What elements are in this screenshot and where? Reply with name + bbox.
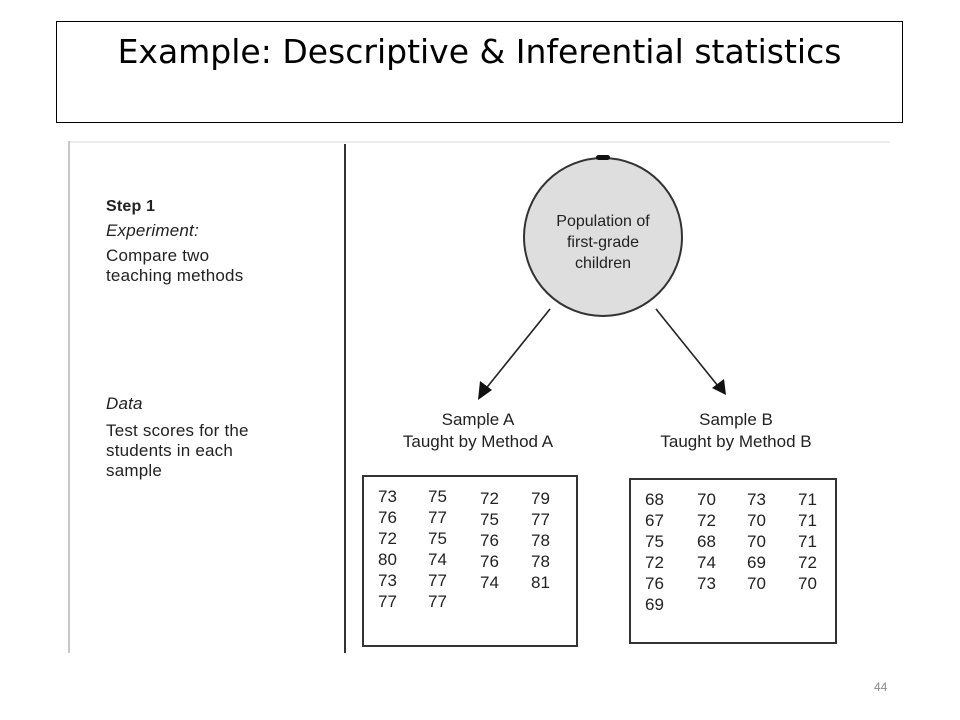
score-value: 70 [697, 490, 716, 509]
score-value: 75 [428, 487, 447, 506]
score-value: 68 [645, 490, 664, 509]
figure-left-edge [68, 141, 70, 653]
score-value: 72 [480, 489, 499, 508]
sample-a-column: 73 76 72 80 73 77 [378, 486, 408, 612]
sample-a-subtitle: Taught by Method A [402, 432, 554, 451]
experiment-label: Experiment: [106, 221, 199, 240]
score-value: 78 [531, 531, 550, 550]
scanned-figure: Step 1 Experiment: Compare two teaching … [68, 141, 890, 653]
sample-b-column: 71 71 71 72 70 [798, 489, 828, 594]
score-value: 75 [480, 510, 499, 529]
score-value: 74 [428, 550, 447, 569]
score-value: 70 [747, 532, 766, 551]
experiment-line: teaching methods [106, 266, 244, 285]
score-value: 77 [428, 592, 447, 611]
sample-b-column: 68 67 75 72 76 69 [645, 489, 675, 615]
sample-b-heading: Sample B Taught by Method B [624, 409, 848, 453]
score-value: 73 [747, 490, 766, 509]
score-value: 70 [747, 511, 766, 530]
score-value: 77 [531, 510, 550, 529]
sample-a-column: 79 77 78 78 81 [531, 488, 561, 593]
data-line: Test scores for the [106, 421, 249, 440]
experiment-text: Compare two teaching methods [106, 246, 316, 286]
data-line: students in each [106, 441, 234, 460]
score-value: 77 [378, 592, 397, 611]
score-value: 80 [378, 550, 397, 569]
score-value: 72 [378, 529, 397, 548]
score-value: 73 [697, 574, 716, 593]
score-value: 76 [480, 552, 499, 571]
score-value: 78 [531, 552, 550, 571]
arrowhead-sample-b [712, 379, 726, 395]
sampling-arrows [478, 308, 726, 400]
score-value: 69 [645, 595, 664, 614]
score-value: 75 [428, 529, 447, 548]
data-line: sample [106, 461, 163, 480]
score-value: 76 [645, 574, 664, 593]
experiment-line: Compare two [106, 246, 210, 265]
slide-title: Example: Descriptive & Inferential stati… [117, 32, 842, 71]
score-value: 71 [798, 532, 817, 551]
sample-b-column: 73 70 70 69 70 [747, 489, 777, 594]
page-number: 44 [874, 680, 888, 694]
sample-a-column: 72 75 76 76 74 [480, 488, 510, 593]
score-value: 79 [531, 489, 550, 508]
score-value: 77 [428, 571, 447, 590]
score-value: 71 [798, 490, 817, 509]
score-value: 81 [531, 573, 550, 592]
score-value: 70 [747, 574, 766, 593]
circle-top-mark [596, 155, 610, 160]
population-label: Population of first-grade children [528, 211, 678, 274]
data-text: Test scores for the students in each sam… [106, 421, 316, 481]
sample-b-column: 70 72 68 74 73 [697, 489, 727, 594]
score-value: 72 [645, 553, 664, 572]
population-line: Population of [556, 213, 650, 230]
arrowhead-sample-a [478, 381, 492, 400]
score-value: 68 [697, 532, 716, 551]
sample-b-subtitle: Taught by Method B [660, 432, 812, 451]
population-line: first-grade [566, 234, 640, 251]
score-value: 75 [645, 532, 664, 551]
score-value: 76 [480, 531, 499, 550]
score-value: 72 [798, 553, 817, 572]
arrow-to-sample-a [483, 308, 551, 392]
score-value: 72 [697, 511, 716, 530]
score-value: 76 [378, 508, 397, 527]
score-value: 71 [798, 511, 817, 530]
score-value: 70 [798, 574, 817, 593]
score-value: 73 [378, 487, 397, 506]
score-value: 73 [378, 571, 397, 590]
data-label: Data [106, 394, 143, 413]
score-value: 67 [645, 511, 664, 530]
figure-divider [344, 144, 346, 653]
sample-a-column: 75 77 75 74 77 77 [428, 486, 458, 612]
population-line: children [574, 255, 632, 272]
score-value: 74 [480, 573, 499, 592]
score-value: 69 [747, 553, 766, 572]
sample-a-heading: Sample A Taught by Method A [358, 409, 598, 453]
figure-top-edge [68, 141, 890, 143]
slide-title-box: Example: Descriptive & Inferential stati… [56, 21, 903, 123]
sample-b-title: Sample B [699, 410, 773, 429]
score-value: 74 [697, 553, 716, 572]
arrow-to-sample-b [655, 308, 719, 387]
step-label: Step 1 [106, 198, 156, 215]
sample-a-title: Sample A [441, 410, 515, 429]
score-value: 77 [428, 508, 447, 527]
